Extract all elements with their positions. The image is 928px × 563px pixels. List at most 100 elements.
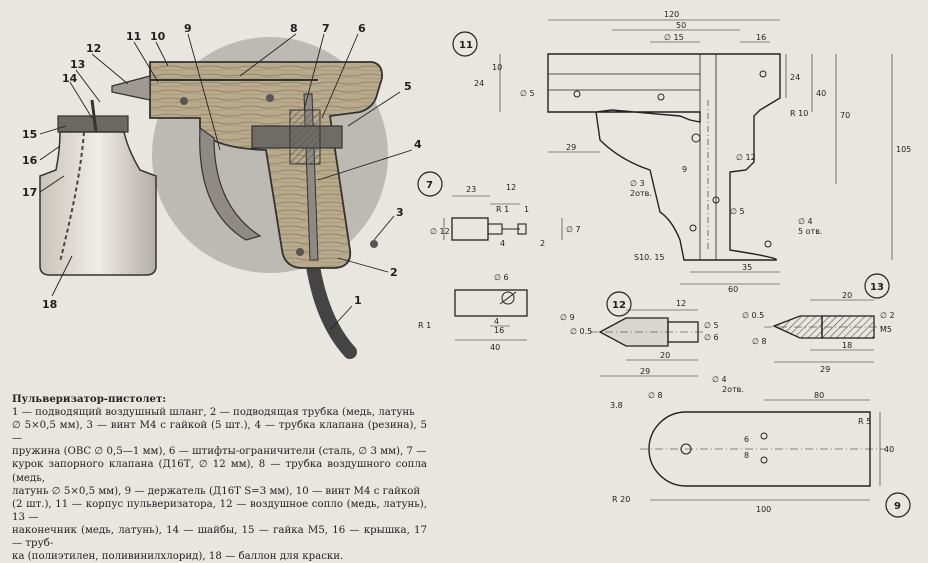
callout-17: 17 (22, 186, 37, 199)
callout-10: 10 (150, 30, 166, 43)
dim: 40 (884, 445, 894, 454)
dim: 23 (466, 185, 476, 194)
dim: 29 (820, 365, 830, 374)
callout-2: 2 (390, 266, 398, 279)
dim: R 1 (496, 205, 509, 214)
view-12-air-nozzle: 12 (590, 291, 706, 377)
holder-strip (199, 126, 262, 241)
dim: 60 (728, 285, 738, 294)
dim: ∅ 6 (704, 333, 719, 342)
dim: 24 (790, 73, 800, 82)
dim: 20 (660, 351, 670, 360)
view-label-12: 12 (612, 300, 626, 311)
dim: 80 (814, 391, 824, 400)
callout-12: 12 (86, 42, 101, 55)
view-label-11: 11 (459, 40, 473, 51)
screw (180, 97, 188, 105)
view-label-13: 13 (870, 282, 884, 293)
dim: ∅ 0.5 (742, 311, 764, 320)
feed-tube (90, 99, 98, 133)
dim: R 20 (612, 495, 630, 504)
callout-5: 5 (404, 80, 412, 93)
caption-line: 1 — подводящий воздушный шланг, 2 — подв… (12, 407, 415, 419)
dim: 105 (896, 145, 911, 154)
dim: ∅ 5 (730, 207, 745, 216)
dim: 4 (500, 239, 505, 248)
callout-11: 11 (126, 30, 141, 43)
dim: 29 (566, 143, 576, 152)
callout-15: 15 (22, 128, 37, 141)
caption-line: пружина (ОВС ∅ 0,5—1 мм), 6 — штифты-огр… (12, 446, 427, 458)
screw (370, 240, 378, 248)
air-hose (305, 253, 357, 359)
view-label-9: 9 (894, 501, 901, 512)
view-11-body: 11 (452, 19, 893, 285)
caption-line: латунь ∅ 5×0,5 мм), 9 — держатель (Д16Т … (12, 485, 421, 497)
dim: ∅ 6 (494, 273, 509, 282)
screw (266, 94, 274, 102)
dim: 16 (756, 33, 766, 42)
dim: ∅ 4 (798, 217, 813, 226)
caption-line: курок запорного клапана (Д16Т, ∅ 12 мм),… (12, 459, 427, 484)
dim: ∅ 12 (736, 153, 756, 162)
view-12-dimensions: 12 ∅ 9 ∅ 0.5 ∅ 5 ∅ 6 20 29 (560, 299, 719, 376)
dim: 2 (540, 239, 545, 248)
callout-8: 8 (290, 22, 298, 35)
dim: R 1 (418, 321, 431, 330)
dim: 70 (840, 111, 850, 120)
view-7-dimensions: 23 12 R 1 1 ∅ 12 ∅ 7 4 2 (430, 183, 581, 248)
caption-line: ∅ 5×0,5 мм), 3 — винт М4 с гайкой (5 шт.… (12, 420, 427, 445)
dim: 35 (742, 263, 752, 272)
view-block (454, 289, 528, 341)
view-block-dimensions: ∅ 6 R 1 4 16 40 (418, 273, 509, 352)
callout-9: 9 (184, 22, 192, 35)
dim: ∅ 15 (664, 33, 684, 42)
dim: 10 (492, 63, 502, 72)
view-9-dimensions: 3.8 ∅ 8 ∅ 4 2отв. 80 R 5 40 6 8 R 20 100 (610, 375, 894, 514)
dim: ∅ 5 (520, 89, 535, 98)
dim: 1 (524, 205, 529, 214)
dim: 6 (744, 435, 749, 444)
callout-14: 14 (62, 72, 78, 85)
view-11-dimensions: 120 50 ∅ 15 16 24 10 ∅ 5 24 40 70 105 R … (474, 10, 911, 294)
caption-line: (2 шт.), 11 — корпус пульверизатора, 12 … (12, 498, 427, 523)
dim: 9 (682, 165, 687, 174)
dim: 40 (816, 89, 826, 98)
dim: 16 (494, 326, 504, 335)
caption-title: Пульверизатор-пистолет: (12, 393, 167, 405)
dim: R 5 (858, 417, 871, 426)
dim: 20 (842, 291, 852, 300)
dim: ∅ 9 (560, 313, 575, 322)
dim: 40 (490, 343, 500, 352)
callout-16: 16 (22, 154, 38, 167)
dim: 12 (506, 183, 516, 192)
dim: 100 (756, 505, 771, 514)
view-13-tip: 13 (764, 273, 890, 363)
view-7-trigger: 7 (417, 171, 563, 241)
dim: ∅ 5 (704, 321, 719, 330)
callout-3: 3 (396, 206, 404, 219)
dim: ∅ 12 (430, 227, 450, 236)
view-13-dimensions: 20 ∅ 0.5 ∅ 8 ∅ 2 M5 18 29 (742, 291, 895, 374)
dim: 120 (664, 10, 679, 19)
nozzle (111, 75, 151, 101)
callout-18: 18 (42, 298, 57, 311)
dim: 5 отв. (798, 227, 822, 236)
assembly-illustration: 1 2 3 4 5 6 7 8 9 10 11 12 13 14 15 16 1… (22, 22, 422, 359)
dim: 24 (474, 79, 484, 88)
caption-line: ка (полиэтилен, поливинилхлорид), 18 — б… (12, 551, 344, 563)
screw (296, 248, 304, 256)
dim: ∅ 3 (630, 179, 645, 188)
technical-drawing: 1 2 3 4 5 6 7 8 9 10 11 12 13 14 15 16 1… (22, 10, 911, 518)
caption: Пульверизатор-пистолет: 1 — подводящий в… (12, 393, 427, 563)
dim: ∅ 0.5 (570, 327, 592, 336)
dim: 2отв. (630, 189, 652, 198)
callout-7: 7 (322, 22, 330, 35)
dim: 12 (676, 299, 686, 308)
view-label-7: 7 (426, 180, 433, 191)
paint-bottle (39, 131, 157, 276)
dim: ∅ 7 (566, 225, 581, 234)
dim: ∅ 8 (752, 337, 767, 346)
callout-6: 6 (358, 22, 366, 35)
dim: ∅ 8 (648, 391, 663, 400)
